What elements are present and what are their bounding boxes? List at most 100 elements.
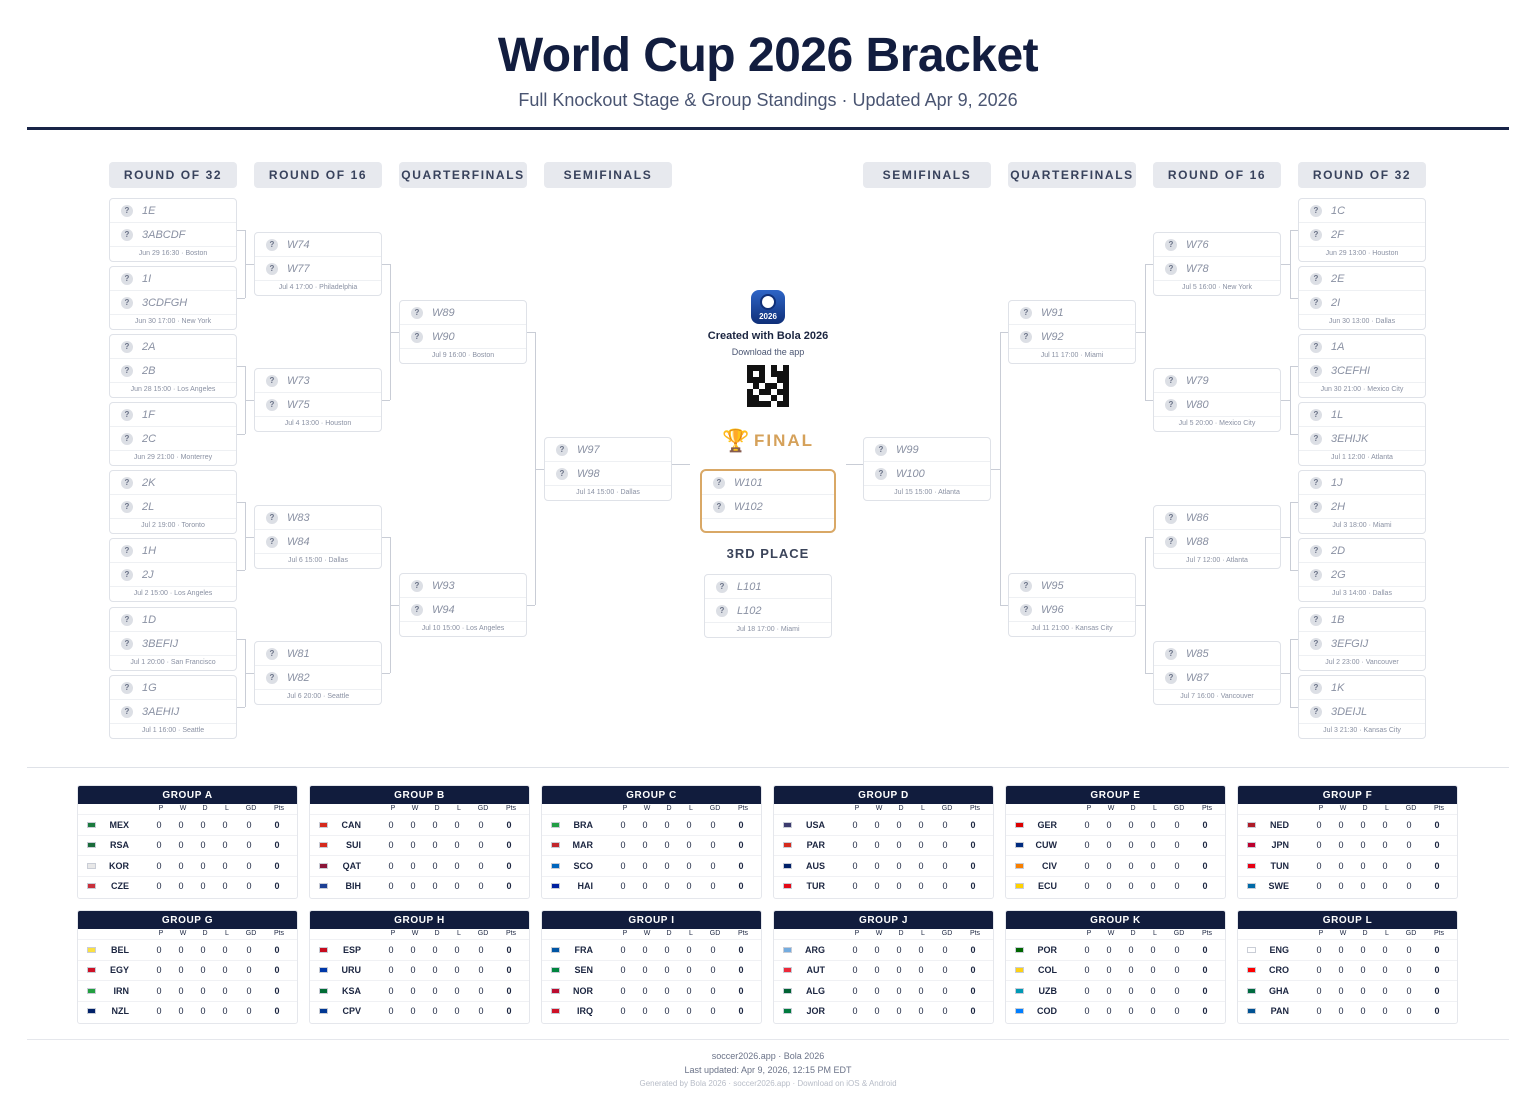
team-slot[interactable]: ?W85 [1154,642,1280,666]
team-slot[interactable]: ?W86 [1154,506,1280,530]
team-slot[interactable]: ?2H [1299,495,1425,519]
team-slot[interactable]: ?3BEFIJ [110,632,236,656]
team-slot[interactable]: ?2E [1299,267,1425,291]
team-slot[interactable]: ?W102 [702,495,834,519]
download-label[interactable]: Download the app [731,347,805,357]
footer-site[interactable]: soccer2026.app · Bola 2026 [711,1051,825,1061]
team-slot[interactable]: ?W98 [545,462,671,486]
team-slot[interactable]: ?W89 [400,301,526,325]
team-slot[interactable]: ?W88 [1154,530,1280,554]
team-slot[interactable]: ?W87 [1154,666,1280,690]
team-slot[interactable]: ?2I [1299,291,1425,315]
team-slot[interactable]: ?W100 [864,462,990,486]
team-slot[interactable]: ?2J [110,563,236,587]
team-slot[interactable]: ?W91 [1009,301,1135,325]
team-slot[interactable]: ?1I [110,267,236,291]
team-slot[interactable]: ?1F [110,403,236,427]
team-slot[interactable]: ?W81 [255,642,381,666]
team-slot[interactable]: ?W101 [702,471,834,495]
team-slot[interactable]: ?3AEHIJ [110,700,236,724]
team-slot[interactable]: ?1C [1299,199,1425,223]
team-slot[interactable]: ?W83 [255,506,381,530]
team-slot[interactable]: ?3EFGIJ [1299,632,1425,656]
team-slot[interactable]: ?W74 [255,233,381,257]
qr-code[interactable] [747,365,789,407]
team-slot[interactable]: ?W76 [1154,233,1280,257]
team-slot[interactable]: ?W97 [545,438,671,462]
team-slot[interactable]: ?2C [110,427,236,451]
team-slot[interactable]: ?W78 [1154,257,1280,281]
team-slot[interactable]: ?1B [1299,608,1425,632]
match-card[interactable]: ?W101?W102 [700,469,836,533]
team-slot[interactable]: ?W77 [255,257,381,281]
team-slot[interactable]: ?2G [1299,563,1425,587]
team-slot[interactable]: ?L101 [705,575,831,599]
team-slot[interactable]: ?W95 [1009,574,1135,598]
team-slot[interactable]: ?3EHIJK [1299,427,1425,451]
team-slot[interactable]: ?1K [1299,676,1425,700]
app-icon[interactable]: 2026 [751,290,785,324]
team-slot[interactable]: ?2F [1299,223,1425,247]
team-slot[interactable]: ?1A [1299,335,1425,359]
team-slot[interactable]: ?W90 [400,325,526,349]
team-slot[interactable]: ?2D [1299,539,1425,563]
team-slot[interactable]: ?1J [1299,471,1425,495]
